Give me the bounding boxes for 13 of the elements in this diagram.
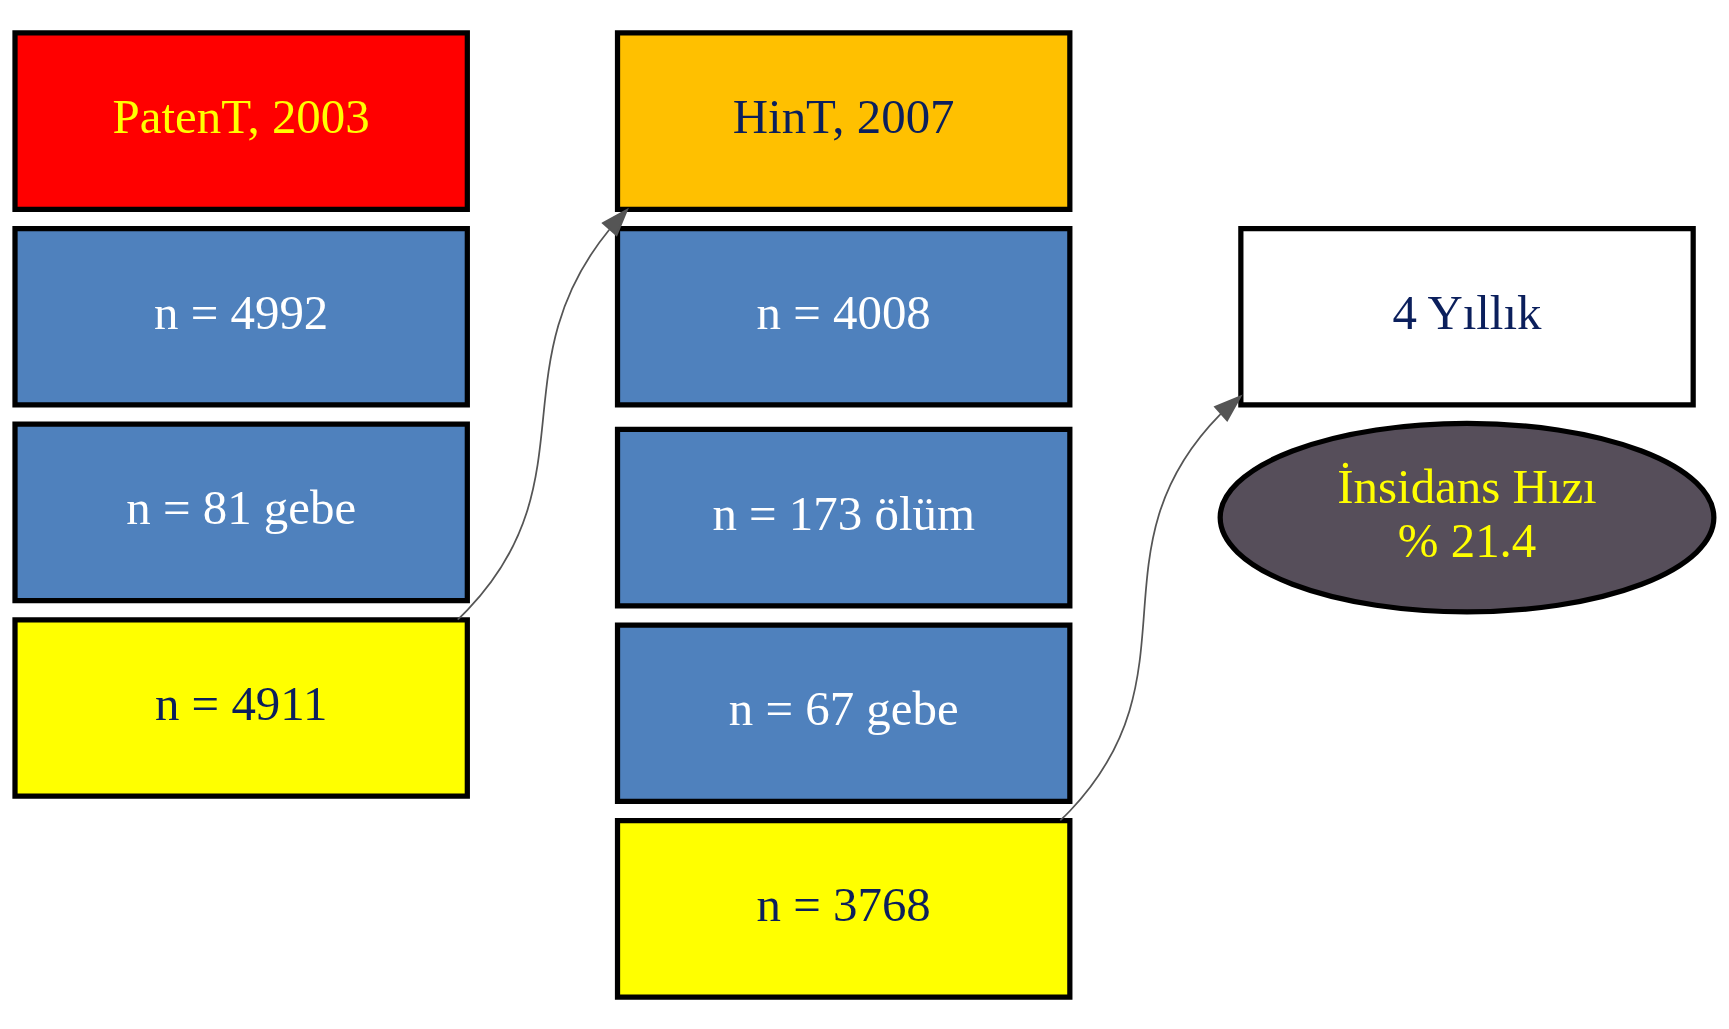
node-box: n = 3768 <box>614 817 1073 1000</box>
node-box: 4 Yıllık <box>1238 225 1696 408</box>
node-box: n = 4992 <box>12 225 470 408</box>
arrow <box>456 207 629 620</box>
node-box: PatenT, 2003 <box>12 29 470 212</box>
node-box: HinT, 2007 <box>614 29 1073 212</box>
node-box: n = 81 gebe <box>12 421 470 603</box>
node-ellipse: İnsidans Hızı % 21.4 <box>1217 420 1717 614</box>
node-box: n = 4008 <box>614 225 1073 408</box>
node-box: n = 173 ölüm <box>614 426 1073 608</box>
arrow <box>1059 393 1243 821</box>
node-box: n = 4911 <box>12 616 470 799</box>
node-box: n = 67 gebe <box>614 621 1073 804</box>
